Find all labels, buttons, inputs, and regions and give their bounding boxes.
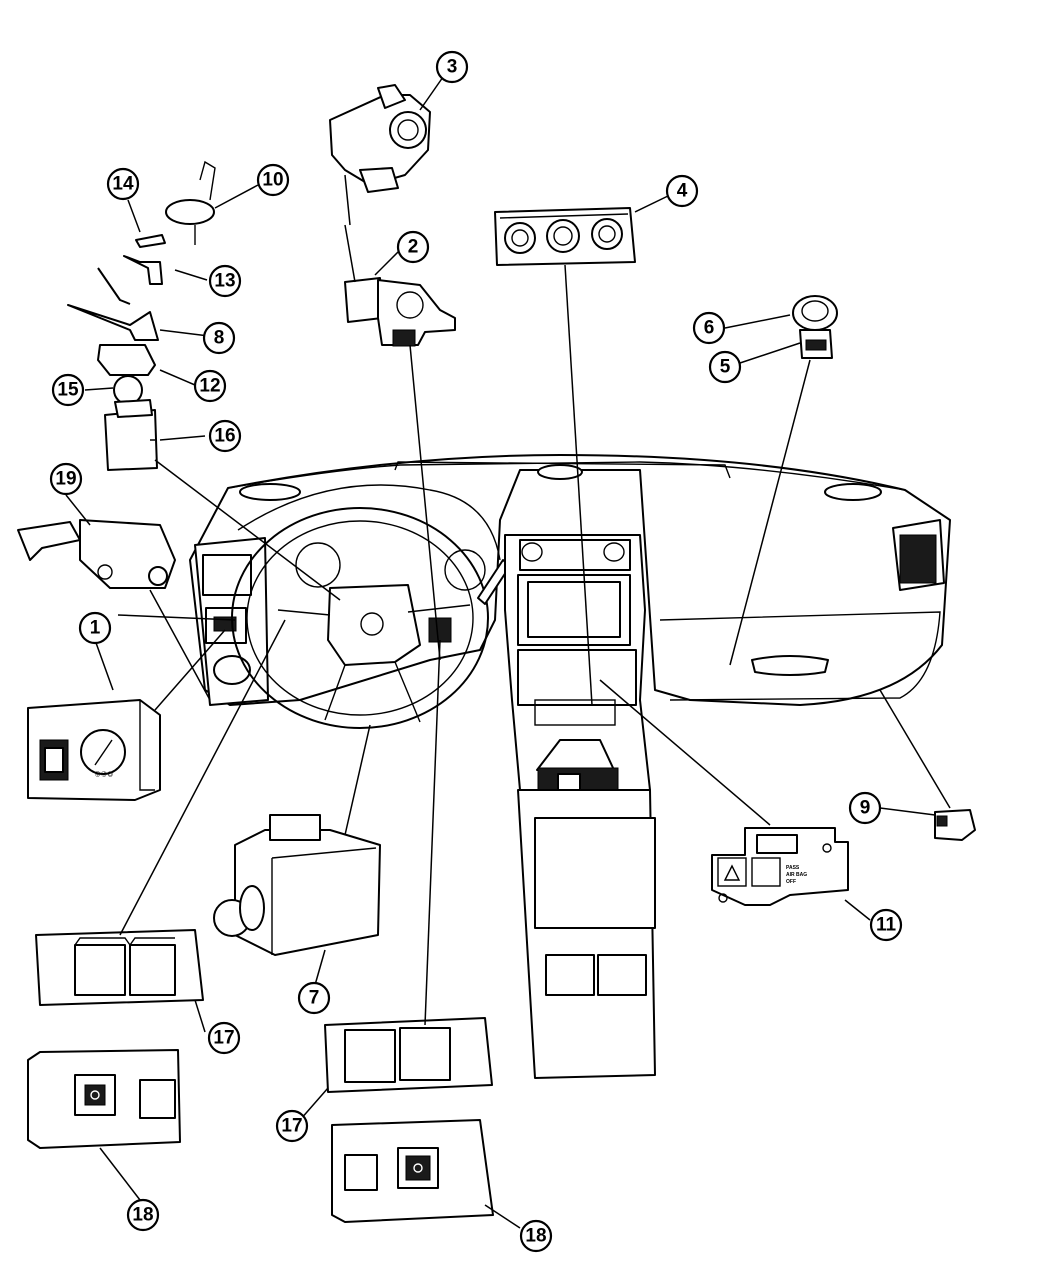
- callout-14: 14: [106, 167, 140, 201]
- callout-label: 18: [132, 1205, 153, 1226]
- switch-bezel-17-left: [35, 929, 204, 1006]
- callout-3: 3: [435, 50, 469, 84]
- callout-2: 2: [396, 230, 430, 264]
- callout-label: 10: [262, 170, 283, 191]
- callout-17-left: 17: [207, 1021, 241, 1055]
- callout-label: 7: [309, 988, 320, 1009]
- callout-1: 1: [78, 611, 112, 645]
- callout-8: 8: [202, 321, 236, 355]
- callout-4: 4: [665, 174, 699, 208]
- callout-18-left: 18: [126, 1198, 160, 1232]
- climate-control-panel: [494, 207, 636, 266]
- callout-label: 15: [57, 380, 79, 401]
- airbag-line-3: OFF: [786, 879, 796, 885]
- callout-12: 12: [193, 369, 227, 403]
- switch-panel-18-left: [27, 1049, 181, 1149]
- callout-label: 19: [55, 469, 76, 490]
- svg-text:ⓓ ⓓ ◎: ⓓ ⓓ ◎: [95, 771, 113, 778]
- callout-label: 11: [876, 915, 897, 936]
- callout-label: 16: [214, 426, 235, 447]
- hazard-airbag-indicator-panel: PASS AIR BAG OFF: [711, 827, 849, 906]
- switch-panel-18-right: [331, 1119, 494, 1223]
- instrument-panel-assembly: [189, 454, 951, 1079]
- callout-19: 19: [49, 462, 83, 496]
- callout-label: 13: [214, 271, 235, 292]
- trunk-release-switch: [792, 295, 838, 359]
- callout-label: 17: [281, 1116, 302, 1137]
- multifunction-switch-stack: [67, 160, 216, 471]
- callout-label: 4: [677, 181, 688, 202]
- callout-label: 12: [199, 376, 220, 397]
- callout-label: 14: [112, 174, 134, 195]
- callout-11: 11: [869, 908, 903, 942]
- callout-18-right: 18: [519, 1219, 553, 1253]
- ignition-switch-housing: [329, 84, 431, 193]
- callout-label: 1: [90, 618, 101, 639]
- callout-10: 10: [256, 163, 290, 197]
- callout-label: 6: [704, 318, 715, 339]
- airbag-line-1: PASS: [786, 865, 800, 871]
- steering-column-module: [344, 277, 456, 347]
- switch-bezel-17-center: [324, 1017, 493, 1093]
- callout-label: 9: [860, 798, 871, 819]
- bracket-switch-19: [17, 519, 176, 589]
- leader-lines: [65, 66, 951, 1229]
- small-switch-9: [934, 809, 976, 841]
- callout-9: 9: [848, 791, 882, 825]
- callout-16: 16: [208, 419, 242, 453]
- airbag-line-2: AIR BAG: [786, 872, 807, 878]
- callout-label: 5: [720, 357, 731, 378]
- callout-13: 13: [208, 264, 242, 298]
- headlamp-switch: ⓓ ⓓ ◎: [27, 699, 161, 801]
- callout-7: 7: [297, 981, 331, 1015]
- callout-17-center: 17: [275, 1109, 309, 1143]
- callout-label: 8: [214, 328, 225, 349]
- callout-15: 15: [51, 373, 85, 407]
- callout-label: 3: [447, 57, 458, 78]
- callout-6: 6: [692, 311, 726, 345]
- callout-5: 5: [708, 350, 742, 384]
- callout-label: 17: [213, 1028, 234, 1049]
- parking-brake-release: [213, 814, 381, 956]
- callout-label: 2: [408, 237, 419, 258]
- callout-label: 18: [525, 1226, 546, 1247]
